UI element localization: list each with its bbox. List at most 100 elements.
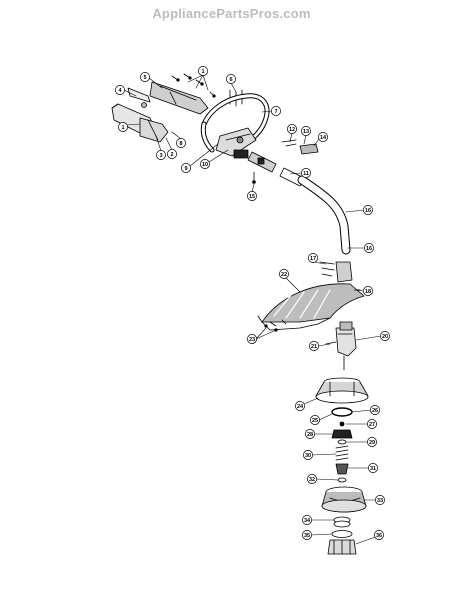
callout-11: 11 [301, 168, 311, 178]
callout-number: 13 [303, 129, 309, 135]
callout-circle [370, 405, 380, 415]
callout-15: 15 [247, 191, 257, 201]
callout-21: 21 [309, 341, 319, 351]
callout-9: 9 [181, 163, 191, 173]
callout-25: 25 [310, 415, 320, 425]
callout-number: 7 [274, 109, 277, 115]
callout-circle [167, 149, 177, 159]
callout-2: 2 [167, 149, 177, 159]
callout-number: 9 [184, 166, 187, 172]
callout-number: 14 [320, 135, 327, 141]
callout-5: 5 [140, 72, 150, 82]
callout-circle [287, 124, 297, 134]
callout-number: 25 [312, 418, 318, 424]
callout-number: 2 [170, 152, 173, 158]
callout-18: 18 [363, 286, 373, 296]
callout-number: 11 [303, 171, 309, 177]
trimmer-hub [315, 377, 369, 404]
callout-8: 8 [176, 138, 186, 148]
callout-27: 27 [367, 419, 377, 429]
callout-number: 27 [369, 422, 375, 428]
callout-23: 23 [247, 334, 257, 344]
leader-lines [123, 74, 382, 545]
callout-circle [363, 205, 373, 215]
callout-3: 3 [156, 150, 166, 160]
drive-shaft [297, 175, 351, 255]
spindle-hardware [331, 407, 353, 483]
callout-circle [247, 191, 257, 201]
callout-30: 30 [303, 450, 313, 460]
callout-circle [198, 66, 208, 76]
debris-shield [257, 283, 365, 332]
callout-circle [310, 415, 320, 425]
callout-number: 26 [372, 408, 378, 414]
callout-22: 22 [279, 269, 289, 279]
callout-number: 33 [377, 498, 383, 504]
callout-34: 34 [302, 515, 312, 525]
callout-number: 12 [289, 127, 295, 133]
callout-number: 22 [281, 272, 287, 278]
loop-handle [200, 93, 270, 159]
callout-circle [375, 495, 385, 505]
watermark: AppliancePartsPros.com [152, 6, 311, 21]
callout-number: 5 [143, 75, 146, 81]
callout-20: 20 [380, 331, 390, 341]
callout-circle [279, 269, 289, 279]
callout-circle [115, 85, 125, 95]
callout-number: 31 [370, 466, 376, 472]
callout-29: 29 [367, 437, 377, 447]
callout-33: 33 [375, 495, 385, 505]
callout-7: 7 [271, 106, 281, 116]
callout-1: 1 [198, 66, 208, 76]
callout-36: 36 [374, 530, 384, 540]
callout-circle [363, 286, 373, 296]
callout-circle [380, 331, 390, 341]
callout-number: 10 [202, 162, 208, 168]
callout-14: 14 [318, 132, 328, 142]
callout-4: 4 [115, 85, 125, 95]
callout-10: 10 [200, 159, 210, 169]
callout-number: 29 [369, 440, 375, 446]
callout-17: 17 [308, 253, 318, 263]
callout-number: 21 [311, 344, 317, 350]
callout-number: 4 [118, 88, 122, 94]
callout-circle [226, 74, 236, 84]
callout-circle [295, 401, 305, 411]
bump-knob-assembly [327, 516, 357, 555]
callout-circle [307, 474, 317, 484]
callout-number: 16 [366, 246, 372, 252]
callout-number: 16 [365, 208, 371, 214]
callout-number: 23 [249, 337, 255, 343]
callout-12: 12 [287, 124, 297, 134]
callout-circle [309, 341, 319, 351]
callout-31: 31 [368, 463, 378, 473]
callout-circle [303, 450, 313, 460]
callout-circle [318, 132, 328, 142]
callout-circle [271, 106, 281, 116]
callout-number: 15 [249, 194, 255, 200]
callout-circle [176, 138, 186, 148]
callout-number: 1 [201, 69, 204, 75]
callout-circle [301, 126, 311, 136]
callout-circle [374, 530, 384, 540]
callout-number: 28 [307, 432, 313, 438]
callout-circle [308, 253, 318, 263]
callout-circle [302, 515, 312, 525]
upper-shaft-assembly [111, 73, 243, 143]
callout-circle [118, 122, 128, 132]
callout-28: 28 [305, 429, 315, 439]
callout-circle [200, 159, 210, 169]
callout-number: 20 [382, 334, 388, 340]
callout-number: 32 [309, 477, 315, 483]
callout-number: 17 [310, 256, 316, 262]
callout-circle [305, 429, 315, 439]
callout-number: 18 [365, 289, 371, 295]
callout-32: 32 [307, 474, 317, 484]
callout-35: 35 [302, 530, 312, 540]
callout-number: 6 [229, 77, 232, 83]
callout-circle [181, 163, 191, 173]
callout-circle [364, 243, 374, 253]
callout-6: 6 [226, 74, 236, 84]
callout-circle [367, 419, 377, 429]
